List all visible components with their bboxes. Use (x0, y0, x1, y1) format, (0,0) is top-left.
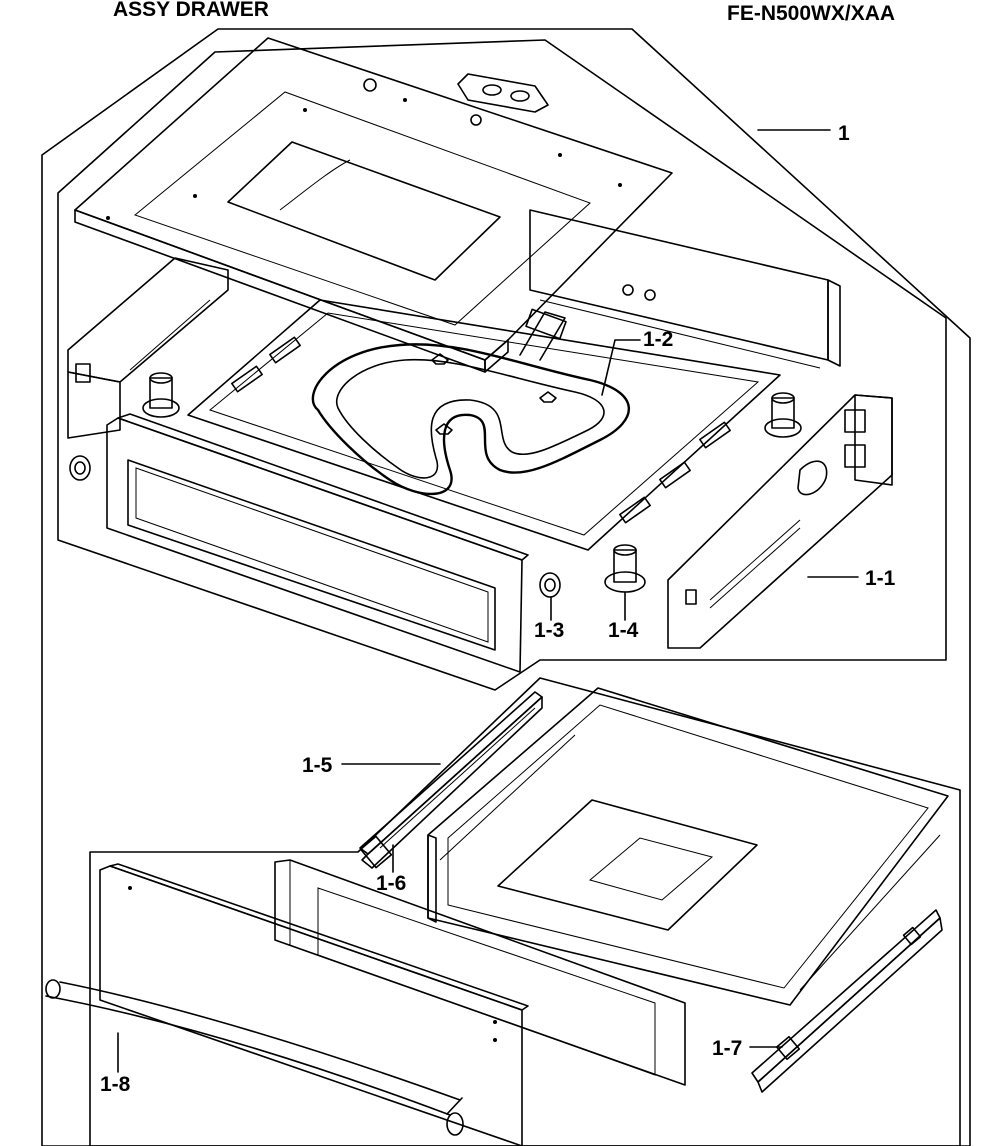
leveling-leg (604, 544, 646, 593)
callout-handle: 1-8 (100, 1073, 131, 1096)
cavity-rear-wall (529, 209, 841, 369)
model-number: FE-N500WX/XAA (727, 2, 895, 25)
heating-element (311, 308, 630, 496)
grommet (539, 572, 561, 598)
cavity-bottom-pan (187, 299, 781, 551)
callout-left-rail: 1-5 (302, 754, 333, 777)
callout-grommet: 1-3 (534, 619, 564, 642)
frame-assembly-boundary (57, 39, 947, 691)
assembly-title: ASSY DRAWER (113, 0, 269, 21)
drawer-front-inner-panel (274, 859, 686, 1086)
left-slide-rail (359, 691, 543, 869)
cavity-front-frame (106, 413, 529, 673)
drawer-front-panel (99, 863, 529, 1146)
drawer-tub (427, 687, 949, 1006)
callout-left-rail-stopper: 1-6 (376, 872, 406, 895)
main-assembly-boundary (41, 28, 971, 1146)
grommet-left (69, 455, 91, 481)
leader-heating-element (601, 339, 641, 396)
cavity-top-plate (74, 37, 673, 373)
leveling-leg-left (142, 372, 180, 418)
callout-right-rail: 1-7 (712, 1037, 742, 1060)
callout-leveling-leg: 1-4 (608, 619, 639, 642)
right-slide-rail (751, 909, 943, 1093)
cavity-left-panel (67, 257, 229, 439)
leveling-leg-right-rear (764, 392, 802, 438)
callout-heating-element: 1-2 (643, 328, 673, 351)
cavity-right-panel (667, 394, 893, 649)
left-rail-stopper (359, 835, 393, 869)
callout-frame: 1-1 (865, 567, 896, 590)
drawer-assembly-boundary (89, 677, 961, 1146)
callout-main-assembly: 1 (838, 122, 850, 145)
mounting-gasket (457, 73, 549, 113)
drawer-handle (45, 979, 464, 1136)
